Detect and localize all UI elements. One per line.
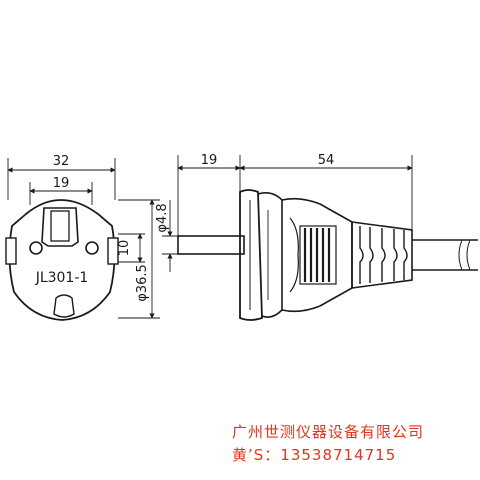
side-notch-right [107, 237, 119, 265]
strain-relief-ribs [359, 226, 408, 284]
dim-height-pin: 10 [117, 240, 132, 257]
grounding-clip [41, 207, 79, 247]
company-name: 广州世测仪器设备有限公司 [232, 423, 425, 441]
contact-phone: 黄’S：13538714715 [232, 446, 397, 464]
cable-break [466, 239, 471, 271]
plug-head-face [239, 189, 263, 321]
grip-hatch-frame [299, 225, 337, 285]
dim-pin-diameter: φ4.8 [155, 203, 170, 232]
strain-relief [351, 221, 413, 289]
front-view [5, 158, 160, 321]
pin-left [29, 241, 43, 255]
plug-head-rim [257, 192, 283, 318]
grip-hatch [303, 228, 331, 282]
side-notch-left [5, 237, 17, 265]
plug-face-outline [8, 199, 116, 321]
pin [177, 235, 245, 255]
side-view [162, 155, 478, 321]
dim-width-inner: 19 [53, 176, 70, 191]
model-label: JL301-1 [35, 270, 89, 286]
dim-pin-length: 19 [201, 153, 218, 168]
dim-body-length: 54 [318, 153, 335, 168]
cable-break [458, 239, 463, 271]
grip-contour [289, 217, 299, 293]
pin-right [85, 241, 99, 255]
dim-width-outer: 32 [53, 154, 70, 169]
grounding-clip-inner [50, 210, 70, 242]
bottom-tab [53, 294, 75, 318]
dim-diameter-body: φ36.5 [135, 264, 150, 302]
